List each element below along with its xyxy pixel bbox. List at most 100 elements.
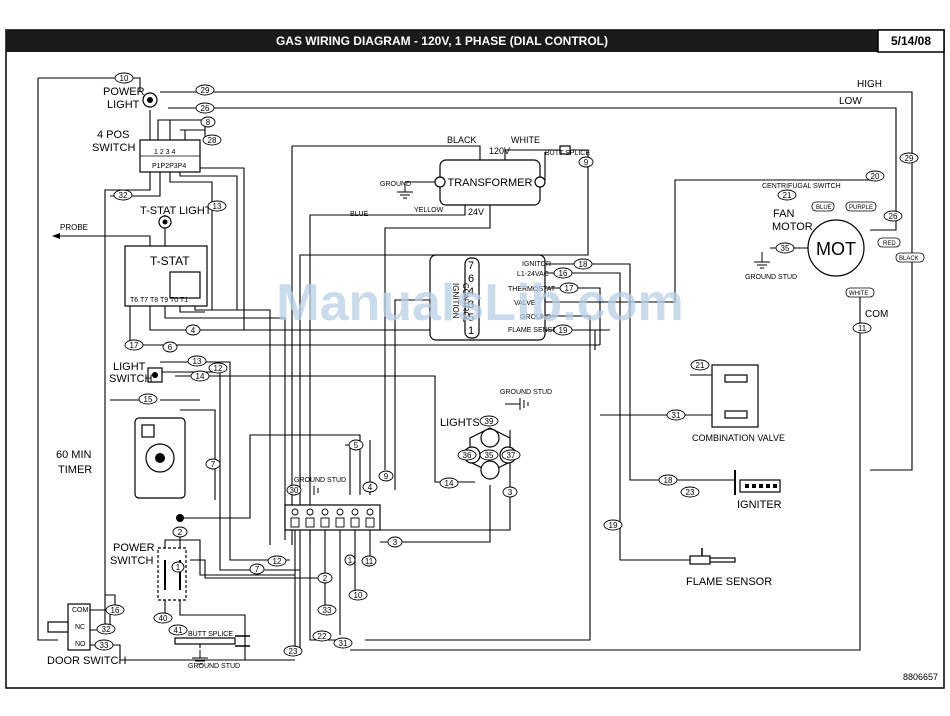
door-switch-nc: NC	[75, 624, 85, 631]
tstat-light	[158, 215, 172, 229]
svg-text:10: 10	[120, 74, 129, 83]
svg-text:13: 13	[193, 357, 202, 366]
door-switch-label: DOOR SWITCH	[47, 655, 126, 667]
fan-motor-label: FAN	[773, 208, 794, 220]
svg-text:29: 29	[201, 86, 210, 95]
ic-terminal-ground: GROUND	[520, 314, 551, 321]
tstat-label: T-STAT	[150, 254, 190, 268]
wires	[37, 77, 913, 661]
svg-text:16: 16	[111, 606, 120, 615]
title-bar	[6, 30, 878, 52]
svg-text:33: 33	[323, 606, 332, 615]
svg-text:3: 3	[393, 538, 398, 547]
diagram-title: GAS WIRING DIAGRAM - 120V, 1 PHASE (DIAL…	[276, 34, 608, 48]
probe-icon	[52, 233, 60, 239]
wire-tag: 1	[344, 554, 356, 566]
transformer-ground-icon	[397, 182, 413, 199]
power-switch-label-2: SWITCH	[110, 555, 153, 567]
transformer-label: TRANSFORMER	[448, 177, 533, 189]
svg-text:1: 1	[348, 556, 353, 565]
wire-tag: 16	[553, 267, 573, 279]
wire-tag: 33	[317, 604, 337, 616]
motor-wire-purple: PURPLE	[849, 205, 873, 211]
wire-tag: 17	[124, 339, 144, 351]
svg-text:19: 19	[609, 521, 618, 530]
butt-splice-top-label: BUTT SPLICE	[545, 150, 590, 157]
svg-text:41: 41	[174, 626, 183, 635]
wire-tag: 9	[578, 156, 594, 168]
wire-tag: 3	[387, 536, 403, 548]
wire-tag: 33	[94, 639, 114, 651]
svg-text:17: 17	[565, 284, 574, 293]
svg-text:26: 26	[889, 212, 898, 221]
probe-label: PROBE	[60, 223, 88, 232]
svg-text:9: 9	[584, 158, 589, 167]
ignition-control-label-2: CONTROL	[461, 283, 470, 323]
wire-tag: 23	[680, 486, 700, 498]
svg-text:14: 14	[196, 372, 205, 381]
svg-text:35: 35	[485, 451, 494, 460]
wire-tag: 18	[573, 258, 593, 270]
motor-wire-black: BLACK	[899, 256, 919, 262]
watermark: ManualsLib.com	[276, 274, 683, 332]
wire-tag: 30	[286, 484, 302, 496]
wire-tag: 26	[195, 102, 215, 114]
svg-text:22: 22	[318, 632, 327, 641]
light-switch-label-2: SWITCH	[109, 373, 152, 385]
power-light-label-2: LIGHT	[107, 99, 140, 111]
wire-tag: 12	[267, 555, 287, 567]
svg-text:20: 20	[871, 172, 880, 181]
ground-stud-lights-label: GROUND STUD	[500, 389, 552, 396]
svg-text:1: 1	[176, 563, 181, 572]
wire-tag: 4	[362, 481, 378, 493]
low-label: LOW	[839, 96, 862, 107]
doc-number: 8806657	[903, 672, 938, 682]
switch-terminals: P1P2P3P4	[152, 163, 186, 170]
svg-text:13: 13	[213, 202, 222, 211]
wire-tag: 13	[207, 200, 227, 212]
power-light-label: POWER	[103, 86, 145, 98]
power-cord-plug	[174, 635, 250, 647]
wire-tag: 18	[658, 474, 678, 486]
high-label: HIGH	[857, 79, 882, 90]
wire-tag: 23	[283, 645, 303, 657]
svg-text:3: 3	[508, 488, 513, 497]
lights-label: LIGHTS	[440, 417, 480, 429]
combination-valve-label: COMBINATION VALVE	[692, 433, 785, 443]
wire-tag: 1	[171, 561, 185, 573]
four-pos-switch-label: 4 POS	[97, 129, 129, 141]
butt-splice-bottom: BUTT SPLICE	[188, 631, 233, 638]
svg-text:7: 7	[255, 565, 260, 574]
wire-tag: 16	[105, 604, 125, 616]
svg-text:18: 18	[579, 260, 588, 269]
wire-tag: 12	[208, 362, 228, 374]
wire-tag: 7	[249, 563, 265, 575]
svg-text:3: 3	[468, 299, 474, 311]
wire-tag: 19	[553, 324, 573, 336]
wire-tag: 10	[348, 589, 368, 601]
svg-text:15: 15	[144, 395, 153, 404]
ic-terminal-flame-sense: FLAME SENSE	[508, 327, 557, 334]
svg-text:12: 12	[273, 557, 282, 566]
svg-text:33: 33	[100, 641, 109, 650]
motor-wire-red: RED	[883, 241, 896, 247]
wire-tag: 8	[200, 116, 216, 128]
four-pos-switch	[139, 139, 201, 173]
ground-stud-bottom-icon	[192, 650, 208, 665]
wire-tag: 6	[162, 341, 178, 353]
centrifugal-switch-label: CENTRIFUGAL SWITCH	[762, 183, 841, 190]
terminal-block	[284, 504, 381, 531]
svg-text:36: 36	[463, 451, 472, 460]
diagram-border	[5, 29, 945, 689]
svg-text:14: 14	[445, 479, 454, 488]
svg-text:30: 30	[290, 486, 299, 495]
wire-tag: 22	[312, 630, 332, 642]
svg-text:11: 11	[858, 324, 867, 333]
svg-text:11: 11	[365, 557, 374, 566]
ic-terminal-ignitor: IGNITOR	[522, 261, 551, 268]
svg-text:32: 32	[119, 191, 128, 200]
wire-tag: 13	[187, 355, 207, 367]
wire-tag: 40	[153, 612, 173, 624]
transformer	[434, 159, 546, 206]
